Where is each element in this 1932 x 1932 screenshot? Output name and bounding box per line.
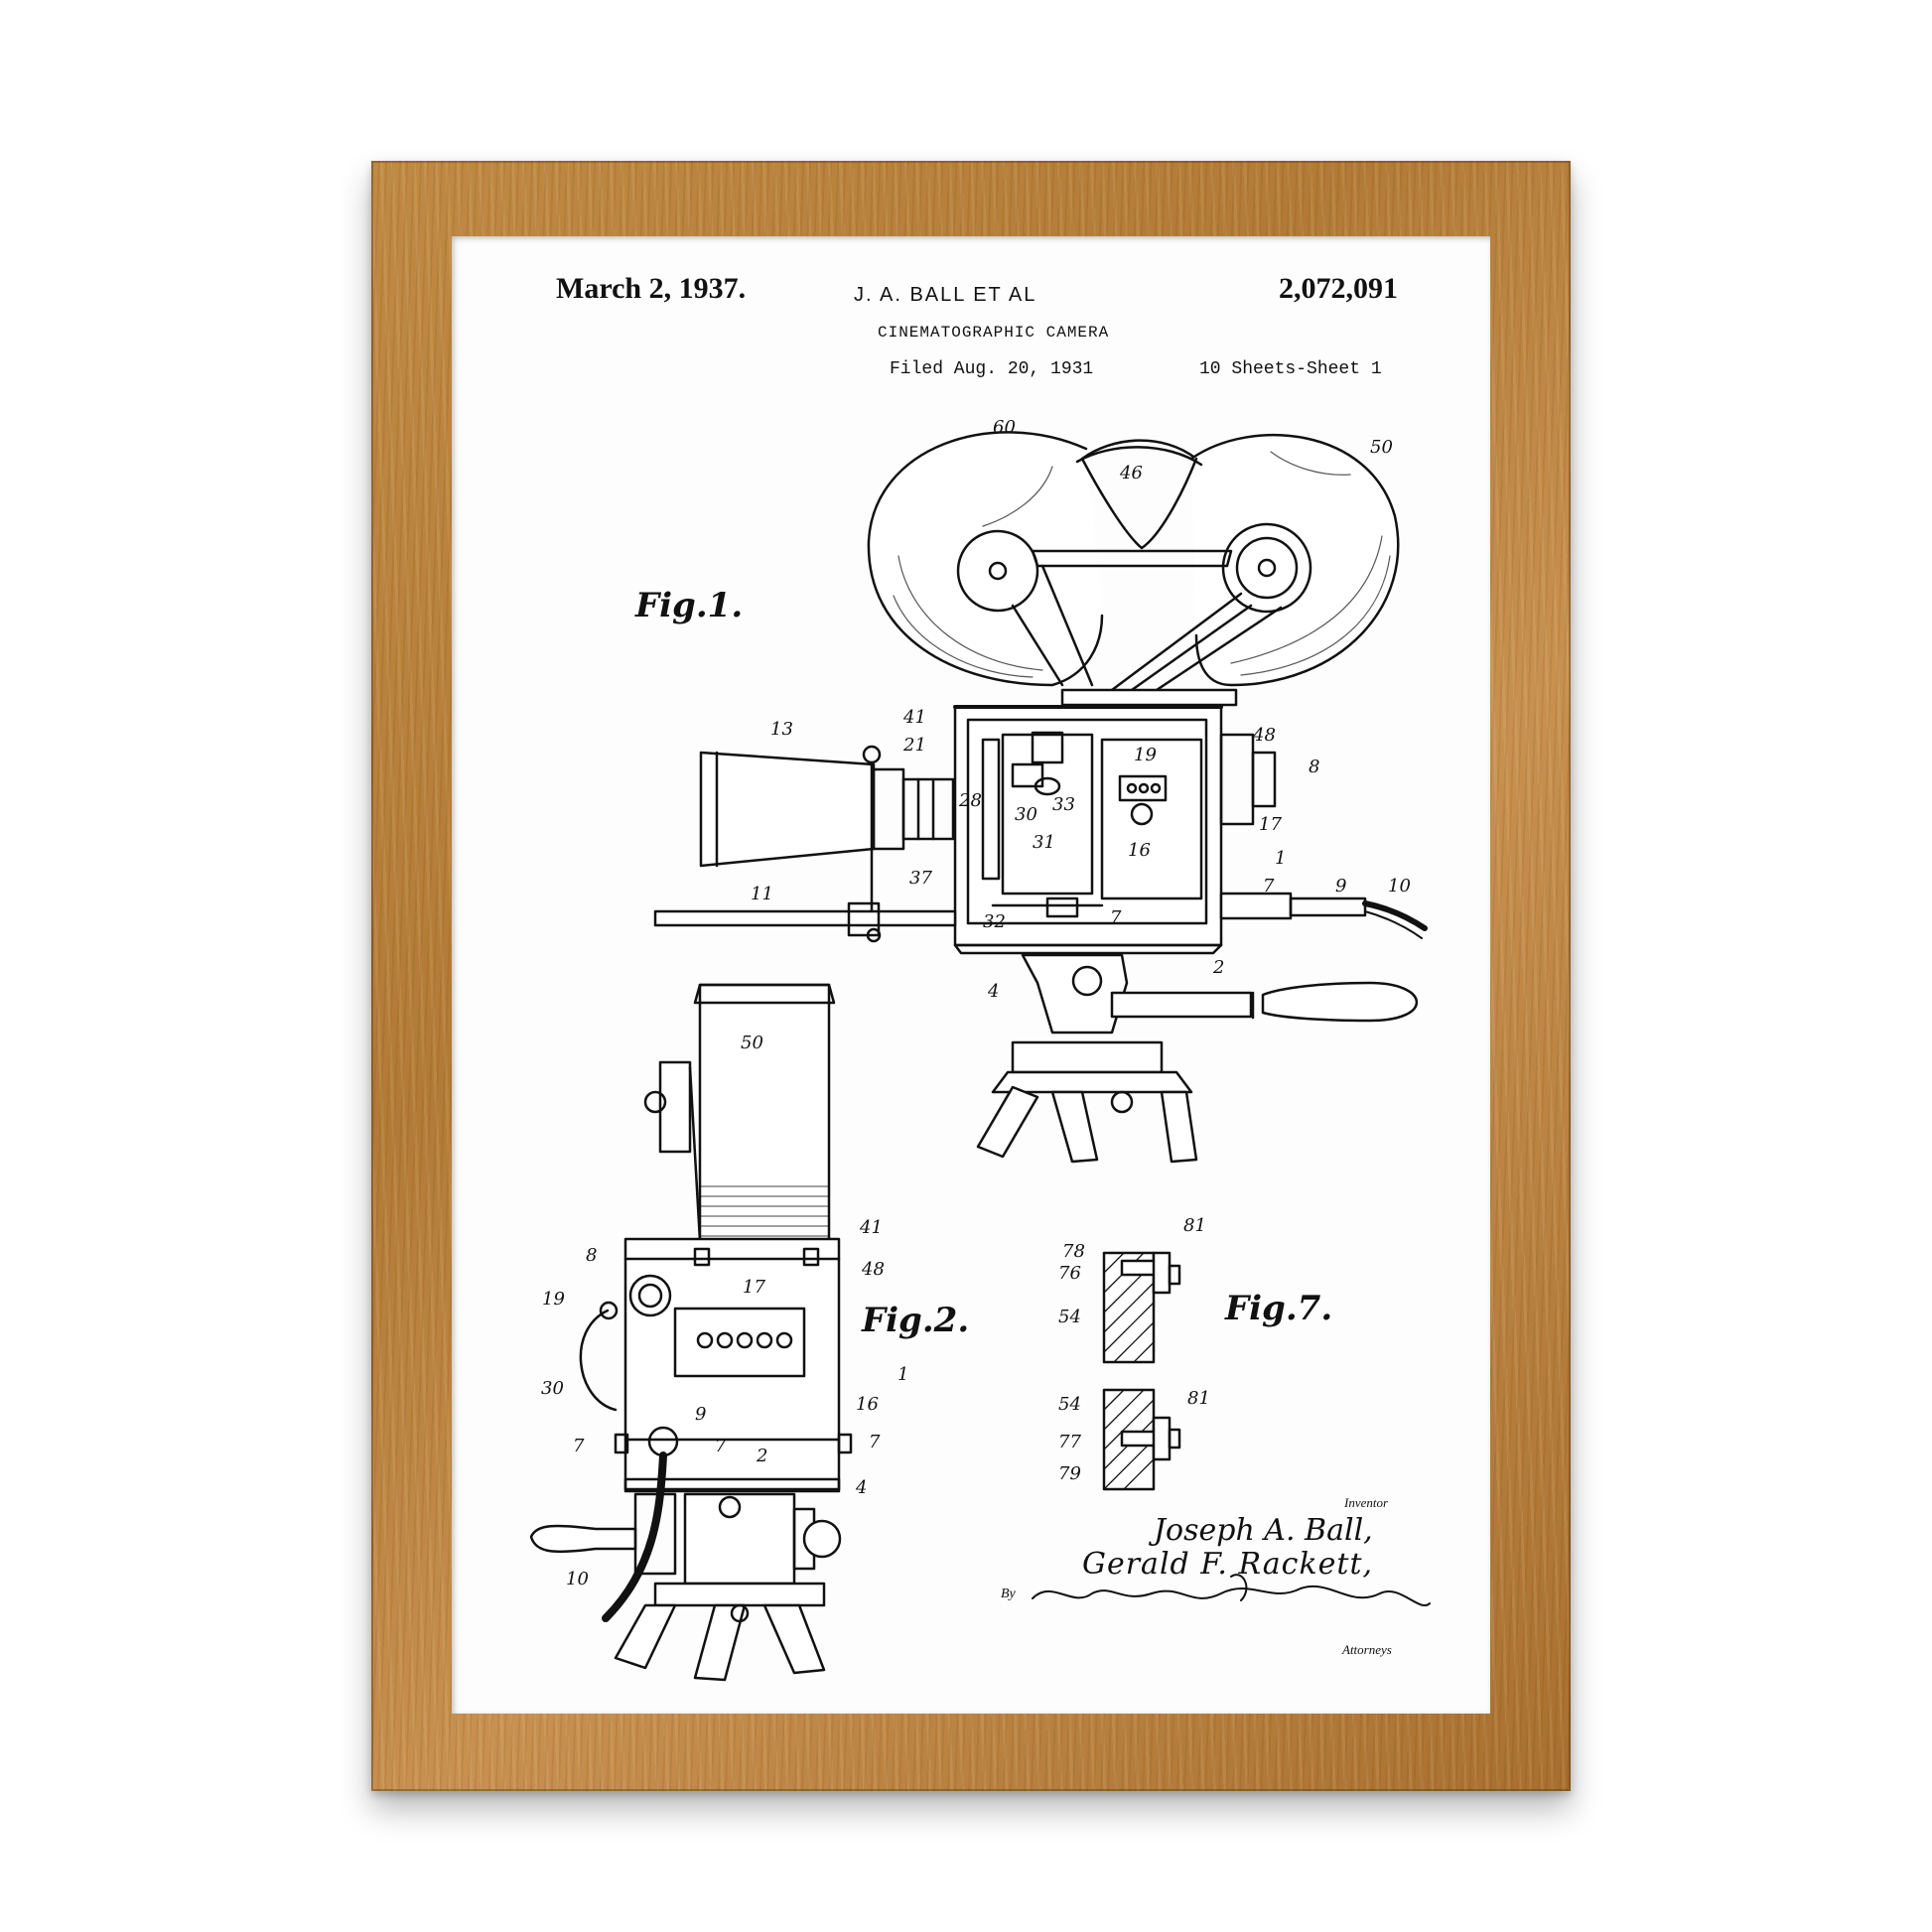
patent-date: March 2, 1937. <box>556 272 747 305</box>
svg-text:76: 76 <box>1058 1263 1081 1284</box>
svg-text:54: 54 <box>1058 1394 1081 1415</box>
svg-text:54: 54 <box>1058 1307 1081 1327</box>
svg-text:33: 33 <box>1052 794 1075 815</box>
svg-text:41: 41 <box>902 707 926 728</box>
svg-text:21: 21 <box>902 735 926 756</box>
svg-text:31: 31 <box>1033 832 1055 853</box>
svg-text:11: 11 <box>751 884 773 904</box>
svg-text:37: 37 <box>909 868 932 889</box>
patent-number: 2,072,091 <box>1279 272 1398 305</box>
filed-date: Filed Aug. 20, 1931 <box>890 359 1094 379</box>
svg-text:81: 81 <box>1183 1215 1206 1236</box>
svg-text:30: 30 <box>541 1378 564 1399</box>
svg-text:32: 32 <box>983 911 1006 932</box>
svg-text:4: 4 <box>855 1477 867 1498</box>
figure-1-label: Fig.1. <box>635 586 744 625</box>
inventor-signature-1: Joseph A. Ball, <box>1154 1513 1373 1548</box>
svg-text:10: 10 <box>566 1569 589 1589</box>
svg-text:7: 7 <box>869 1432 881 1452</box>
svg-text:79: 79 <box>1058 1463 1081 1484</box>
svg-text:9: 9 <box>1335 876 1346 897</box>
svg-text:16: 16 <box>856 1394 879 1415</box>
svg-text:10: 10 <box>1388 876 1411 897</box>
svg-text:50: 50 <box>741 1033 763 1053</box>
svg-text:48: 48 <box>861 1259 885 1280</box>
patent-title: CINEMATOGRAPHIC CAMERA <box>878 324 1110 342</box>
svg-text:8: 8 <box>1309 757 1319 777</box>
attorney-signature <box>1032 1586 1431 1606</box>
svg-text:9: 9 <box>695 1404 706 1425</box>
sheet-count: 10 Sheets-Sheet 1 <box>1199 359 1382 379</box>
svg-text:19: 19 <box>1134 745 1157 765</box>
svg-text:78: 78 <box>1062 1241 1085 1262</box>
svg-text:77: 77 <box>1058 1432 1081 1452</box>
svg-text:7: 7 <box>1263 876 1275 897</box>
svg-text:81: 81 <box>1187 1388 1210 1409</box>
inventor-label: Inventor <box>1344 1495 1389 1510</box>
svg-text:50: 50 <box>1370 437 1393 458</box>
figure-2-label: Fig.2. <box>862 1301 970 1340</box>
svg-text:1: 1 <box>1275 848 1286 869</box>
svg-text:7: 7 <box>715 1436 727 1456</box>
by-label: By <box>1001 1587 1016 1601</box>
svg-text:48: 48 <box>1252 725 1276 746</box>
svg-text:1: 1 <box>897 1364 908 1385</box>
inventor-signature-2: Gerald F. Rackett, <box>1082 1547 1374 1582</box>
svg-text:4: 4 <box>987 981 999 1002</box>
svg-text:19: 19 <box>542 1289 565 1310</box>
attorneys-label: Attorneys <box>1342 1642 1392 1657</box>
svg-text:60: 60 <box>993 417 1016 438</box>
fig7-section-drawing <box>1102 1251 1181 1491</box>
svg-text:13: 13 <box>770 719 793 740</box>
svg-text:7: 7 <box>1110 907 1122 928</box>
svg-text:17: 17 <box>1259 814 1282 835</box>
svg-text:2: 2 <box>756 1446 767 1466</box>
svg-text:41: 41 <box>859 1217 883 1238</box>
svg-text:28: 28 <box>958 790 982 811</box>
svg-text:8: 8 <box>586 1245 597 1266</box>
fig1-camera-drawing <box>653 431 1428 1164</box>
svg-text:16: 16 <box>1128 840 1151 861</box>
svg-text:46: 46 <box>1119 463 1143 483</box>
svg-text:30: 30 <box>1015 804 1037 825</box>
figure-7-label: Fig.7. <box>1225 1289 1333 1328</box>
svg-text:7: 7 <box>573 1436 585 1456</box>
svg-text:17: 17 <box>743 1277 765 1298</box>
patent-inventors-heading: J. A. BALL ET AL <box>854 284 1037 306</box>
svg-text:2: 2 <box>1212 957 1224 978</box>
fig2-camera-drawing <box>529 983 853 1682</box>
